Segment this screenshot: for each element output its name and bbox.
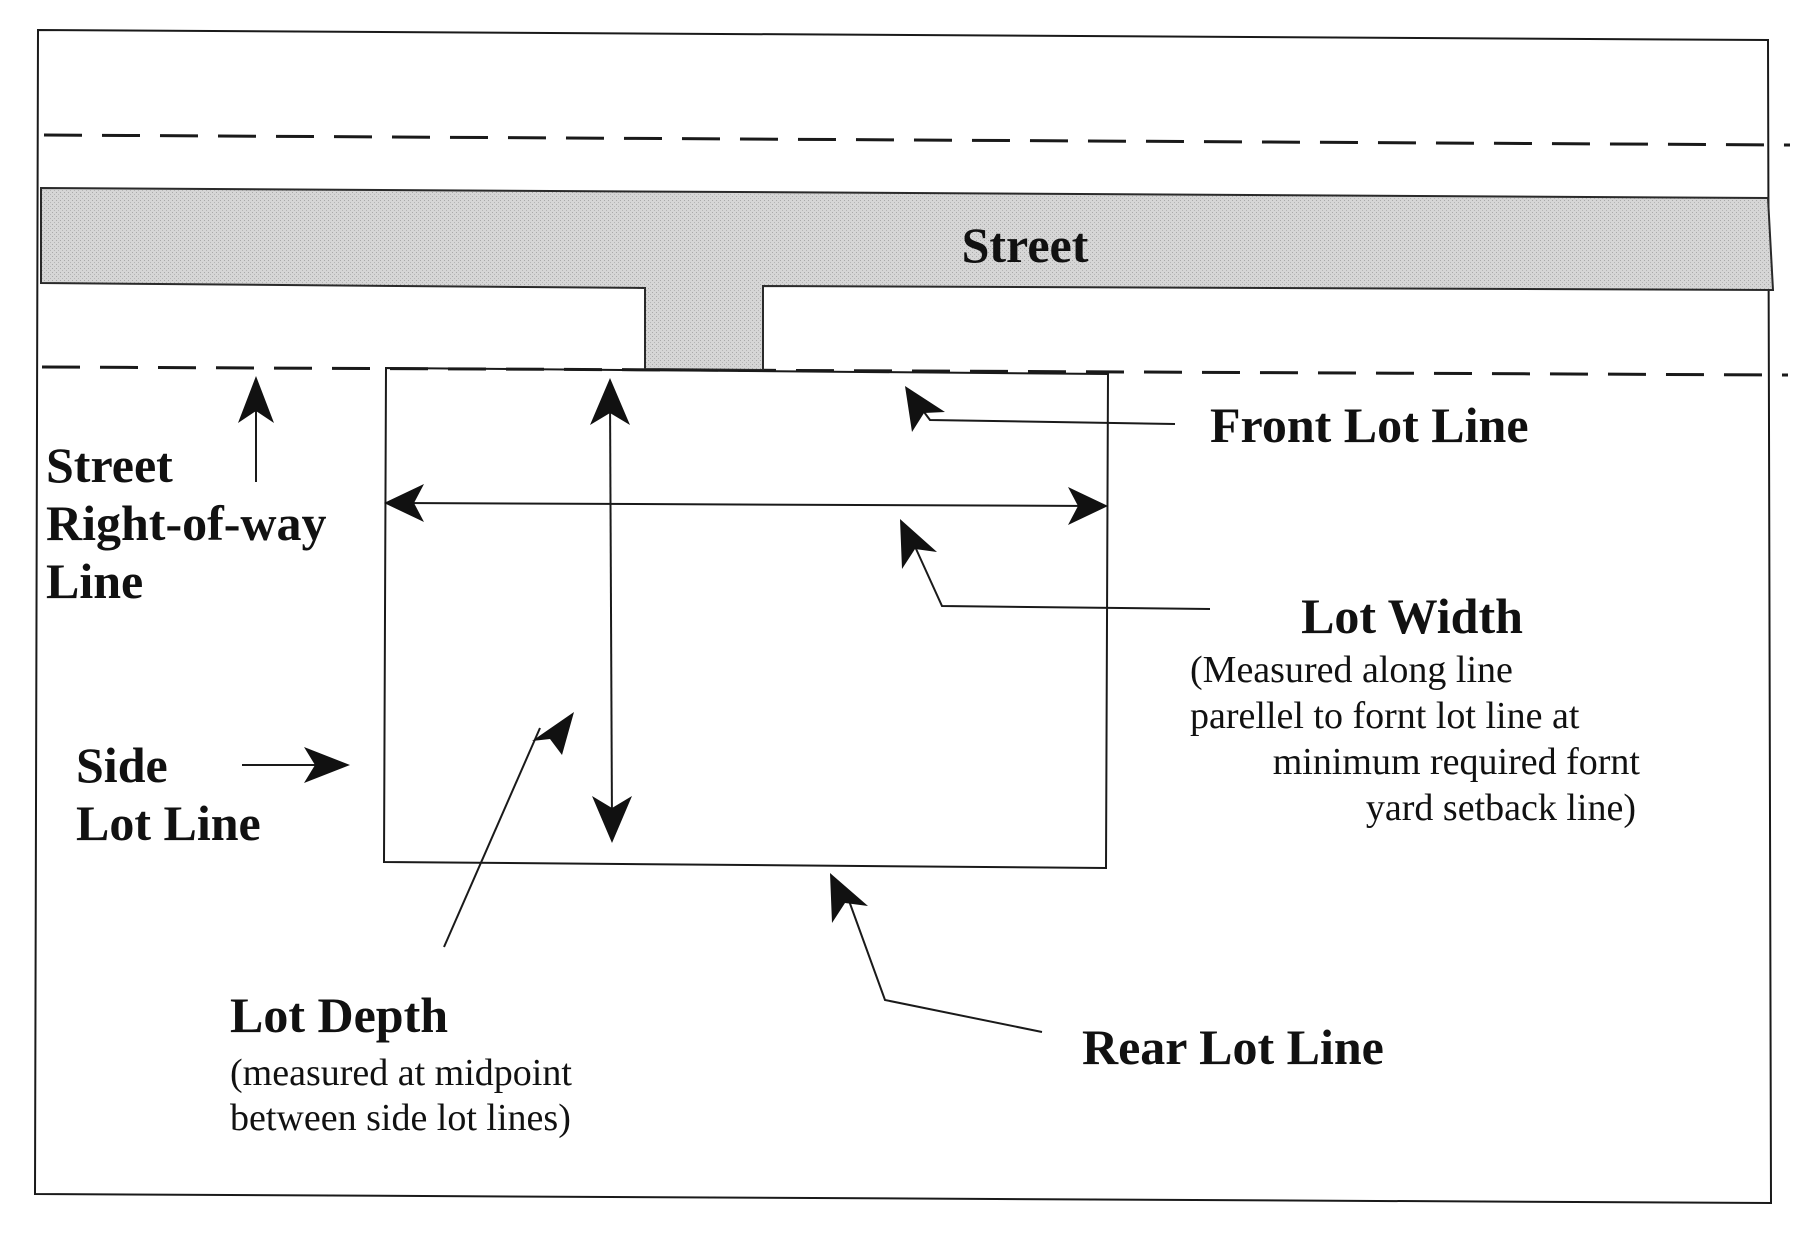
street-right-of-way-line-label: Street Right-of-way Line	[46, 437, 327, 609]
rear-lot-line-leader-arrow	[830, 873, 1043, 1033]
lot-depth-dimension-arrow	[590, 378, 632, 843]
side-lot-line-label: Side Lot Line	[76, 737, 261, 851]
svg-text:Line: Line	[46, 553, 143, 609]
svg-text:between side lot lines): between side lot lines)	[230, 1097, 571, 1139]
street-shape	[40, 186, 1775, 372]
svg-text:Right-of-way: Right-of-way	[46, 495, 327, 551]
lot-width-leader-arrow	[900, 519, 1211, 610]
lot-width-note: (Measured along line parellel to fornt l…	[1190, 649, 1640, 829]
lot-depth-label: Lot Depth	[230, 987, 448, 1043]
svg-text:Street: Street	[46, 437, 173, 493]
svg-text:parellel to fornt lot line at: parellel to fornt lot line at	[1190, 695, 1580, 737]
lot-width-label: Lot Width	[1301, 588, 1523, 644]
svg-text:Side: Side	[76, 737, 168, 793]
street-label: Street	[962, 217, 1089, 273]
lot-outline	[382, 366, 1110, 870]
svg-text:(Measured along line: (Measured along line	[1190, 649, 1513, 691]
rear-lot-line-label: Rear Lot Line	[1082, 1019, 1384, 1075]
right-of-way-leader-arrow	[238, 376, 274, 482]
outer-frame	[33, 28, 1773, 1205]
right-of-way-line-bottom	[41, 365, 1789, 377]
svg-text:Lot Width: Lot Width	[1301, 588, 1523, 644]
side-lot-line-leader-arrow	[242, 747, 350, 783]
front-lot-line-label: Front Lot Line	[1210, 397, 1529, 453]
lot-width-dimension-arrow	[384, 484, 1108, 525]
front-lot-line-leader-arrow	[905, 386, 1176, 432]
svg-text:minimum required fornt: minimum required fornt	[1273, 741, 1641, 783]
lot-depth-leader-arrow	[443, 712, 574, 948]
svg-text:yard setback line): yard setback line)	[1366, 787, 1636, 829]
svg-text:Lot Depth: Lot Depth	[230, 987, 448, 1043]
svg-text:Lot Line: Lot Line	[76, 795, 261, 851]
lot-depth-note: (measured at midpoint between side lot l…	[230, 1052, 572, 1139]
right-of-way-line-top	[43, 133, 1791, 147]
svg-text:(measured at midpoint: (measured at midpoint	[230, 1052, 572, 1094]
